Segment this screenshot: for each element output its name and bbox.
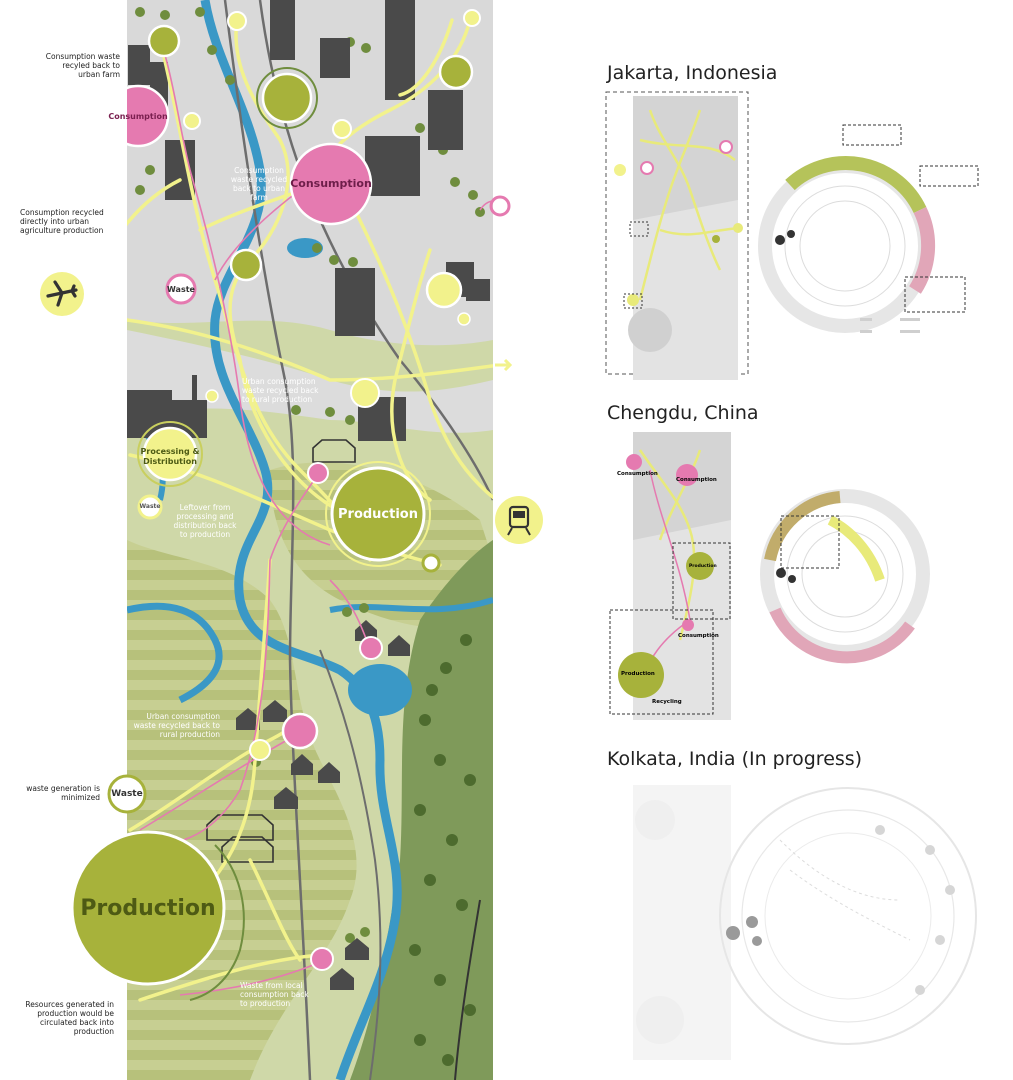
waste-node-left bbox=[107, 774, 147, 814]
greenhouse-icon bbox=[206, 439, 356, 863]
case-title-kolkata: Kolkata, India (In progress) bbox=[607, 748, 863, 770]
maplabel-urban-waste-rural: Urban consumption waste recycled back to… bbox=[242, 377, 319, 404]
annotation-waste-minimized: waste generation is minimized bbox=[26, 784, 100, 802]
waste-node-left-label: Waste bbox=[111, 789, 143, 799]
maplabel-consumption-waste-urban: Consumption waste recycled back to urban… bbox=[230, 166, 288, 202]
case-title-jakarta: Jakarta, Indonesia bbox=[607, 62, 778, 84]
chengdu-label-consumption-b: Consumption bbox=[676, 477, 717, 483]
house-icon bbox=[236, 620, 410, 990]
airplane-icon bbox=[40, 272, 84, 316]
chengdu-label-consumption-c: Consumption bbox=[678, 633, 719, 639]
chengdu-label-production-big: Production bbox=[621, 671, 655, 677]
case-chengdu-figure bbox=[609, 432, 731, 720]
road bbox=[223, 0, 312, 1080]
processing-node-label: Processing & Distribution bbox=[140, 447, 200, 466]
chengdu-label-consumption-a: Consumption bbox=[617, 471, 658, 477]
case-kolkata-cycle bbox=[719, 787, 977, 1045]
gear-icon bbox=[776, 568, 796, 583]
chengdu-label-recycling: Recycling bbox=[652, 699, 682, 705]
train-icon bbox=[495, 496, 543, 544]
resource-flows bbox=[127, 18, 493, 1002]
chengdu-label-production-node: Production bbox=[689, 564, 717, 569]
production-node-large-label: Production bbox=[80, 896, 216, 921]
case-jakarta-cycle bbox=[758, 124, 979, 333]
waste-small-label: Waste bbox=[139, 503, 161, 510]
river bbox=[200, 0, 402, 1080]
production-large-node bbox=[70, 830, 226, 986]
annotation-recycled-direct: Consumption recycled directly into urban… bbox=[20, 208, 104, 235]
maplabel-urban-waste-rural-lower: Urban consumption waste recycled back to… bbox=[133, 712, 220, 739]
lake bbox=[348, 664, 412, 716]
building-icon bbox=[128, 0, 490, 441]
consumption-node-small-label: Consumption bbox=[108, 112, 168, 121]
case-chengdu-cycle bbox=[760, 489, 930, 664]
case-kolkata-figure bbox=[633, 785, 731, 1060]
maplabel-leftover-processing: Leftover from processing and distributio… bbox=[173, 503, 237, 539]
gear-icon bbox=[726, 916, 762, 946]
map-nodes bbox=[127, 9, 481, 971]
annotation-resources-circulated: Resources generated in production would … bbox=[25, 1000, 114, 1036]
case-title-chengdu: Chengdu, China bbox=[607, 402, 759, 424]
case-jakarta-figure bbox=[605, 91, 749, 380]
consumption-node-large-label: Consumption bbox=[290, 177, 372, 190]
main-map bbox=[127, 0, 493, 1080]
maplabel-local-consumption: Waste from local consumption back to pro… bbox=[240, 981, 309, 1008]
annotation-urban-farm: Consumption waste recyled back to urban … bbox=[45, 52, 120, 79]
gear-icon bbox=[775, 230, 795, 245]
production-node-mid-label: Production bbox=[338, 507, 418, 522]
waste-map-label: Waste bbox=[167, 285, 195, 294]
